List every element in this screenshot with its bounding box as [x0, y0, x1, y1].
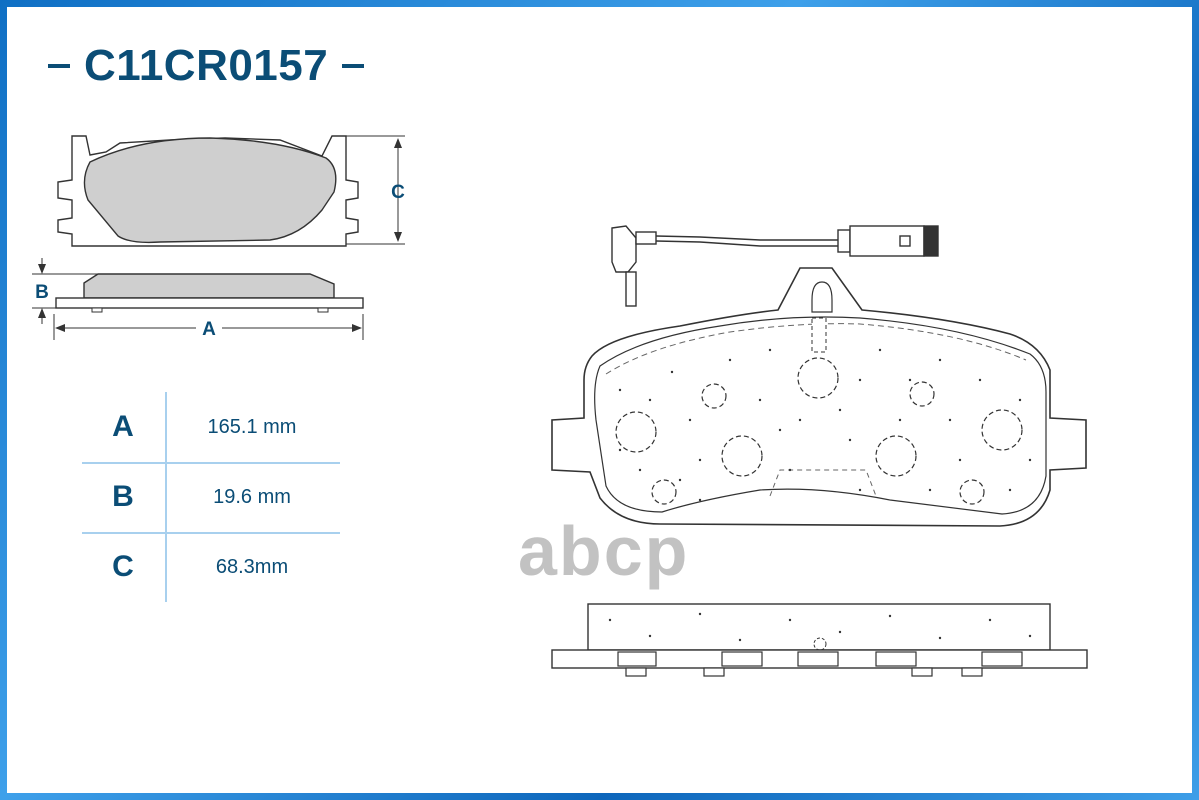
- title-dash-right: [342, 64, 365, 68]
- dimension-letter: C: [112, 550, 134, 583]
- table-row: A 165.1 mm: [82, 392, 340, 462]
- dimension-table: A 165.1 mm B 19.6 mm C 68.3mm: [82, 392, 340, 602]
- dimension-value: 165.1 mm: [207, 416, 297, 438]
- dimension-letter: B: [112, 480, 134, 513]
- watermark-logo: abcp: [518, 512, 690, 590]
- dimension-value: 68.3mm: [215, 556, 289, 578]
- dimension-value: 19.6 mm: [213, 486, 291, 508]
- part-number: C11CR0157: [84, 41, 329, 90]
- title-dash-left: [48, 64, 70, 68]
- table-vertical-line: [165, 392, 167, 602]
- table-divider: [82, 462, 340, 464]
- dimension-letter: A: [112, 410, 134, 443]
- title-block: C11CR0157: [48, 36, 365, 96]
- table-row: B 19.6 mm: [82, 462, 340, 532]
- table-divider: [82, 532, 340, 534]
- table-row: C 68.3mm: [82, 532, 340, 602]
